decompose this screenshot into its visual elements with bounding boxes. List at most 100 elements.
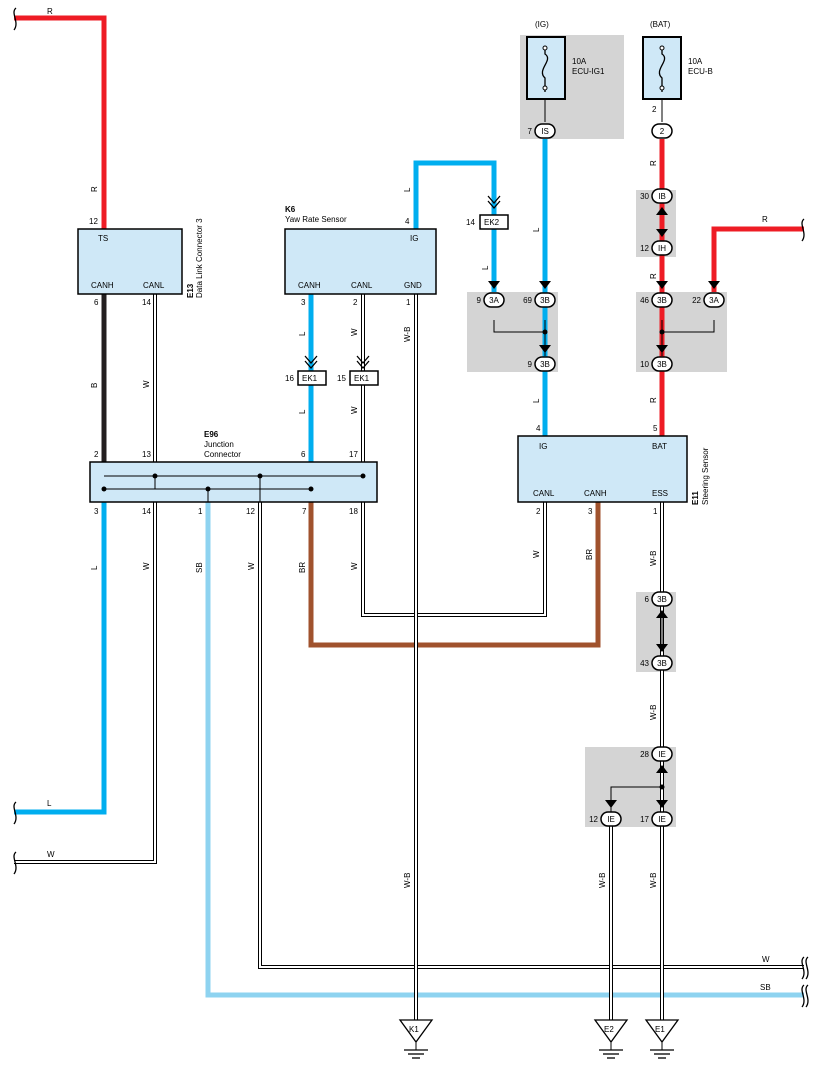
connector-code: 3B bbox=[657, 659, 667, 668]
connector-arrow-icon bbox=[656, 207, 668, 215]
wire-label-left-l: L bbox=[47, 799, 52, 808]
yaw-pin-canh: CANH bbox=[298, 281, 321, 290]
junction-connector-box bbox=[89, 461, 378, 503]
connector-code: 3A bbox=[709, 296, 719, 305]
connector-arrow-icon bbox=[605, 800, 617, 808]
connector-s3a-l: 3A9 bbox=[477, 281, 505, 308]
wire-label-bat-r3: R bbox=[649, 397, 658, 403]
connector-arrow-icon bbox=[656, 765, 668, 773]
jc-code: E96 bbox=[204, 430, 219, 439]
yaw-pin-gnd: GND bbox=[404, 281, 422, 290]
wire-r-right bbox=[711, 226, 804, 292]
wire-label-jc-l: L bbox=[90, 565, 99, 570]
connector-pin: 12 bbox=[640, 244, 649, 253]
steering-sensor-box bbox=[517, 435, 688, 503]
ss-pin-bat: BAT bbox=[652, 442, 667, 451]
wire-label-jc-w3: W bbox=[350, 562, 359, 570]
jc-junction-dots bbox=[101, 473, 366, 492]
wire-label-is-l2: L bbox=[532, 398, 541, 403]
connector-is: IS7 bbox=[528, 123, 556, 139]
connector-pin: 6 bbox=[645, 595, 650, 604]
wire-label-bat-r2: R bbox=[649, 273, 658, 279]
wire-label-k1-wb: W-B bbox=[403, 873, 412, 888]
wire-label-jc-sb: SB bbox=[195, 562, 204, 573]
connector-ek1-15-pin: 15 bbox=[337, 374, 346, 383]
fuse-ig-name: ECU-IG1 bbox=[572, 67, 605, 76]
connector-pin: 9 bbox=[528, 360, 533, 369]
wire-label-ek2-l-top: L bbox=[403, 187, 412, 192]
connector-ek1-16 bbox=[297, 370, 327, 386]
connector-c2: 2 bbox=[651, 123, 673, 139]
jc-pin-top-3: 17 bbox=[349, 450, 358, 459]
wire-label-yaw-l2: L bbox=[298, 409, 307, 414]
ie-splice-dot bbox=[659, 784, 665, 790]
yaw-pinnum-gnd: 1 bbox=[406, 298, 411, 307]
wire-label-yaw-w: W bbox=[350, 328, 359, 336]
connector-code: 3B bbox=[540, 296, 550, 305]
connector-code: 3B bbox=[540, 360, 550, 369]
jc-pin-bot-3: 12 bbox=[246, 507, 255, 516]
fuse-ig-term-bot bbox=[542, 85, 548, 91]
yaw-pin-ig: IG bbox=[410, 234, 418, 243]
connector-pin: 46 bbox=[640, 296, 649, 305]
ground-e1 bbox=[644, 1019, 680, 1059]
splice-3a-dot bbox=[542, 329, 548, 335]
connector-arrow-icon bbox=[656, 644, 668, 652]
ground-e2 bbox=[593, 1019, 629, 1059]
wire-label-e2-wb: W-B bbox=[598, 873, 607, 888]
yaw-pinnum-canh: 3 bbox=[301, 298, 306, 307]
connector-ek1-16-pin: 16 bbox=[285, 374, 294, 383]
connector-arrow-icon bbox=[708, 281, 720, 289]
wire-label-bat-r1: R bbox=[649, 160, 658, 166]
connector-code: 2 bbox=[660, 127, 665, 136]
wire-label-right-w: W bbox=[762, 955, 770, 964]
connector-pin: 9 bbox=[477, 296, 482, 305]
ek2-arrow-icon bbox=[487, 195, 501, 209]
wire-break-marks bbox=[13, 7, 809, 1008]
ss-pinnum-ig: 4 bbox=[536, 424, 541, 433]
ss-code: E11 bbox=[691, 491, 700, 505]
connector-s3b-9: 3B 9 bbox=[528, 345, 556, 372]
connector-code: IE bbox=[607, 815, 615, 824]
fuse-ig-source: (IG) bbox=[535, 20, 549, 29]
connector-pin: 10 bbox=[640, 360, 649, 369]
fuse-ig-rating: 10A bbox=[572, 57, 587, 66]
connector-arrow-icon bbox=[539, 345, 551, 353]
connector-ih: IH 12 bbox=[640, 229, 673, 256]
yaw-pin-canl: CANL bbox=[351, 281, 373, 290]
ek1-15-arrow-icon bbox=[356, 355, 370, 369]
connector-pin: 7 bbox=[528, 127, 533, 136]
dlc3-pinnum-canh: 6 bbox=[94, 298, 99, 307]
ss-pin-ess: ESS bbox=[652, 489, 668, 498]
wire-label-right-r: R bbox=[762, 215, 768, 224]
wire-label-yaw-w2: W bbox=[350, 406, 359, 414]
jc-pin-bot-5: 18 bbox=[349, 507, 358, 516]
jc-pin-top-0: 2 bbox=[94, 450, 99, 459]
connector-ek1-15-code: EK1 bbox=[354, 374, 370, 383]
fuse-ig-icon bbox=[541, 46, 549, 92]
dlc3-name: Data Link Connector 3 bbox=[195, 218, 204, 298]
wire-label-dlc-w: W bbox=[142, 380, 151, 388]
connector-ek2-code: EK2 bbox=[484, 218, 500, 227]
connector-code: IH bbox=[658, 244, 666, 253]
splice-3a-right-dot bbox=[659, 329, 665, 335]
dlc3-box bbox=[77, 228, 183, 295]
ss-pin-canl: CANL bbox=[533, 489, 555, 498]
connector-arrow-icon bbox=[656, 345, 668, 353]
wire-w-right bbox=[258, 502, 804, 969]
ss-pinnum-bat: 5 bbox=[653, 424, 658, 433]
ground-e2-label: E2 bbox=[604, 1025, 614, 1034]
connector-code: IE bbox=[658, 750, 666, 759]
wire-label-yaw-l: L bbox=[298, 331, 307, 336]
wire-label-ss-wb: W-B bbox=[649, 551, 658, 566]
wire-br bbox=[308, 502, 601, 648]
ss-pinnum-canh: 3 bbox=[588, 507, 593, 516]
